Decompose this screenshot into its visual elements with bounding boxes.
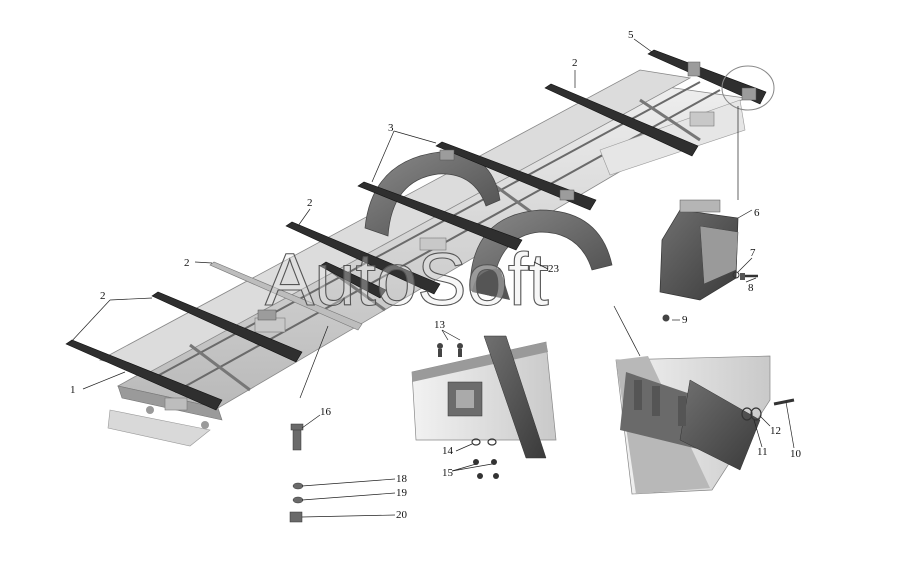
callout-7: 7: [750, 247, 756, 259]
callout-5: 5: [628, 29, 634, 41]
callout-20: 20: [396, 509, 408, 521]
loose-fasteners: [289, 423, 304, 523]
callout-16: 16: [320, 406, 332, 418]
callout-2-a: 2: [100, 290, 106, 302]
callout-19: 19: [396, 487, 408, 499]
callout-15: 15: [442, 467, 454, 479]
callout-14: 14: [442, 445, 454, 457]
crossbars: [65, 49, 767, 411]
hardware-7-8-9: [662, 271, 758, 322]
callout-12: 12: [770, 425, 781, 437]
rear-fenders: [364, 151, 613, 300]
callout-3: 3: [388, 122, 394, 134]
callout-18: 18: [396, 473, 408, 485]
callout-2-d: 2: [572, 57, 578, 69]
detail-circle: [721, 65, 775, 111]
callout-8: 8: [748, 282, 754, 294]
watermark-text: AutoSoft: [265, 238, 549, 321]
bar-hardware: [257, 61, 757, 321]
detail-panel-left: [411, 335, 557, 479]
callout-13: 13: [434, 319, 446, 331]
callout-23: 23: [548, 263, 560, 275]
callout-10: 10: [790, 448, 802, 460]
callout-6: 6: [754, 207, 760, 219]
callout-11: 11: [757, 446, 768, 458]
callout-labels: 1 2 2 2 2 3 5 6 7 8 9 10 11 12 13 14 15 …: [70, 29, 802, 521]
bracket-housing: [659, 199, 739, 301]
callout-9: 9: [682, 314, 688, 326]
detail-panel-right: [615, 355, 795, 495]
callout-1: 1: [70, 384, 76, 396]
callout-2-b: 2: [184, 257, 190, 269]
callout-2-c: 2: [307, 197, 313, 209]
leader-lines: [69, 38, 795, 518]
